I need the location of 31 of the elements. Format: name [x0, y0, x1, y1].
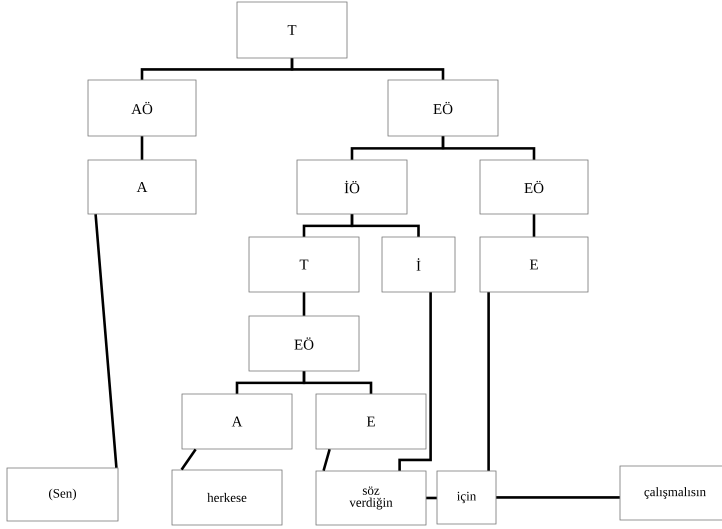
text-box: (Sen)	[6, 468, 118, 522]
connector-line	[302, 292, 306, 316]
text-box: E	[480, 236, 588, 292]
connector-line	[302, 371, 372, 394]
connector-line	[398, 292, 432, 471]
connector-line	[290, 58, 444, 80]
connector-line	[140, 136, 144, 160]
text-box: İÖ	[296, 160, 408, 214]
connector-line	[496, 496, 620, 499]
connector-line	[94, 214, 118, 468]
text-box: EÖ	[480, 160, 588, 214]
text-box: A	[182, 394, 292, 450]
connector-line	[487, 292, 490, 471]
text-box: EÖ	[248, 316, 360, 372]
text-box: T	[248, 236, 360, 292]
connector-line	[442, 136, 536, 160]
connector-line	[322, 449, 331, 471]
text-box: çalışmalısın	[620, 466, 722, 520]
text-box: herkese	[172, 470, 282, 526]
connector-line	[180, 448, 197, 470]
text-box: A	[88, 160, 196, 214]
text-box: T	[236, 2, 348, 58]
text-box: söz verdiğin	[316, 470, 426, 526]
text-box: İ	[382, 236, 456, 292]
connector-line	[532, 214, 536, 237]
text-box: EÖ	[388, 80, 498, 136]
connector-line	[350, 214, 420, 237]
text-box: E	[316, 394, 426, 450]
text-box: AÖ	[88, 80, 196, 136]
connector-line	[426, 496, 437, 500]
text-box: için	[436, 470, 496, 524]
